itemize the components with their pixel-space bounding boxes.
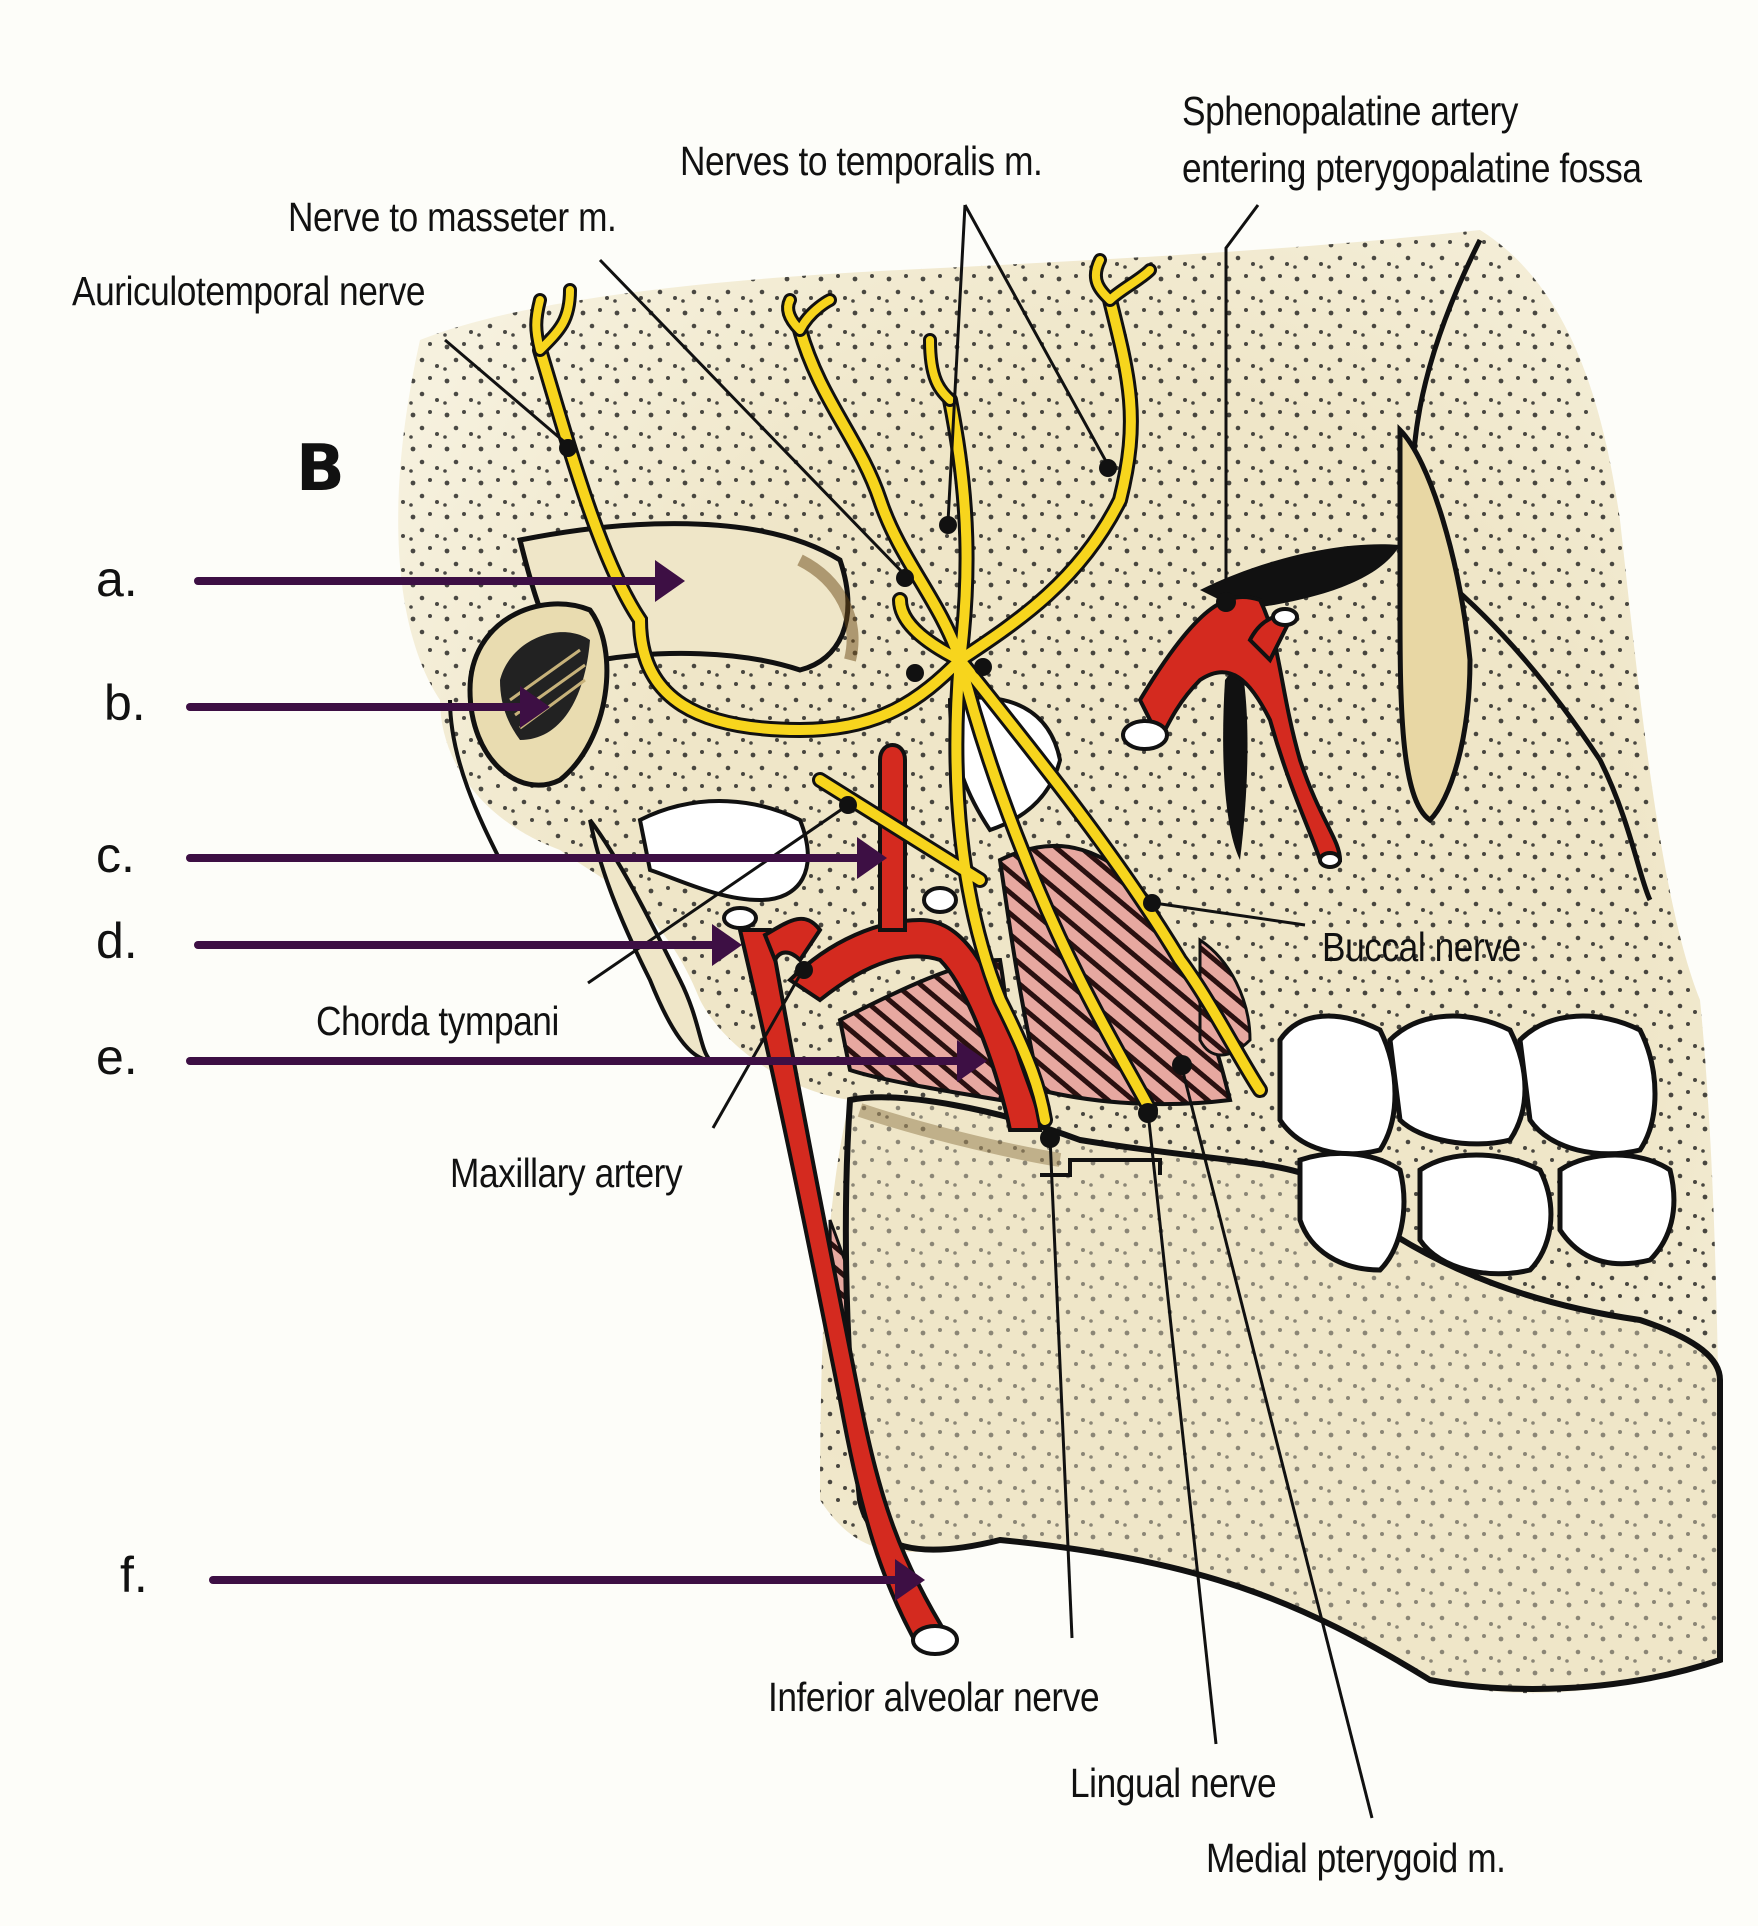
question-letter-c: c. (96, 827, 135, 883)
leader-lingual (1146, 1111, 1218, 1745)
carotid-cut-end (911, 1624, 959, 1656)
arrowhead-d (712, 924, 742, 966)
superficial-temporal-cut-end (722, 906, 758, 930)
leader-chorda-tympani (587, 803, 849, 985)
temporalis-nerve-branch (795, 325, 965, 665)
tooth (1557, 1152, 1677, 1267)
label-lingual-nerve: Lingual nerve (1070, 1760, 1277, 1806)
leader-auriculotemporal (444, 338, 569, 447)
label-medial-pterygoid: Medial pterygoid m. (1206, 1835, 1506, 1881)
tooth (1417, 1152, 1554, 1277)
arrowhead-a (655, 560, 685, 602)
leader-sphenopalatine (1224, 204, 1260, 600)
buccal-nerve (955, 655, 1265, 1095)
masseter-nerve (895, 595, 965, 665)
label-chorda-tympani: Chorda tympani (316, 998, 559, 1044)
arrowhead-f (895, 1559, 925, 1601)
temporalis-nerve-branch (955, 295, 1136, 665)
orbital-margin (1397, 238, 1653, 902)
superficial-temporal-stub (762, 916, 823, 965)
mandible (842, 1094, 1724, 1692)
label-nerve-to-masseter: Nerve to masseter m. (288, 194, 617, 240)
label-buccal-nerve: Buccal nerve (1322, 924, 1521, 970)
inferior-orbital-fissure (1200, 544, 1400, 610)
label-nerves-to-temporalis: Nerves to temporalis m. (680, 138, 1043, 184)
question-letter-b: b. (104, 675, 146, 731)
label-inferior-alveolar-nerve: Inferior alveolar nerve (768, 1674, 1100, 1720)
arrowhead-b (520, 686, 550, 728)
tooth (1387, 1013, 1528, 1147)
inferior-alveolar-nerve (951, 655, 1050, 1125)
leader-dots (559, 439, 1236, 1148)
leader-medial-pterygoid (1180, 1067, 1374, 1819)
temporalis-nerve-branch (945, 395, 972, 665)
sphenopalatine-cut-end (1121, 719, 1169, 751)
teeth (1277, 1013, 1677, 1277)
leader-masseter (598, 258, 907, 577)
middle-meningeal-artery (878, 743, 907, 932)
question-arrows (186, 560, 987, 1601)
label-sphenopalatine-artery: Sphenopalatine artery (1182, 88, 1518, 134)
arrowhead-c (857, 837, 887, 879)
mandibular-notch-space (637, 799, 810, 903)
leader-buccal (1153, 901, 1306, 927)
question-letter-f: f. (120, 1547, 148, 1603)
pterygopalatine-fissure (1223, 660, 1248, 860)
question-letter-d: d. (96, 913, 138, 969)
auriculotemporal-nerve (535, 345, 965, 736)
leader-maxillary (711, 967, 806, 1129)
panel-letter: B (296, 432, 345, 506)
leader-lines (444, 204, 1374, 1819)
deep-temporal-cut-end (922, 886, 958, 914)
label-auriculotemporal-nerve: Auriculotemporal nerve (72, 268, 426, 314)
branch-cut-end (1271, 607, 1299, 627)
descending-palatine-cut-end (1318, 851, 1342, 869)
arrowhead-e (957, 1040, 987, 1082)
leader-inferior-alveolar (1048, 1136, 1074, 1639)
tooth (1517, 1013, 1658, 1157)
label-sphenopalatine-fossa: entering pterygopalatine fossa (1182, 145, 1642, 191)
label-maxillary-artery: Maxillary artery (450, 1150, 683, 1196)
tooth (1297, 1151, 1407, 1273)
question-letter-a: a. (96, 551, 138, 607)
question-letter-e: e. (96, 1029, 138, 1085)
buccinator-muscle (1198, 937, 1252, 1057)
lingual-nerve (955, 655, 1155, 1115)
leader-temporalis (946, 204, 1110, 523)
nerves (529, 253, 1268, 1128)
tooth (1277, 1013, 1398, 1157)
